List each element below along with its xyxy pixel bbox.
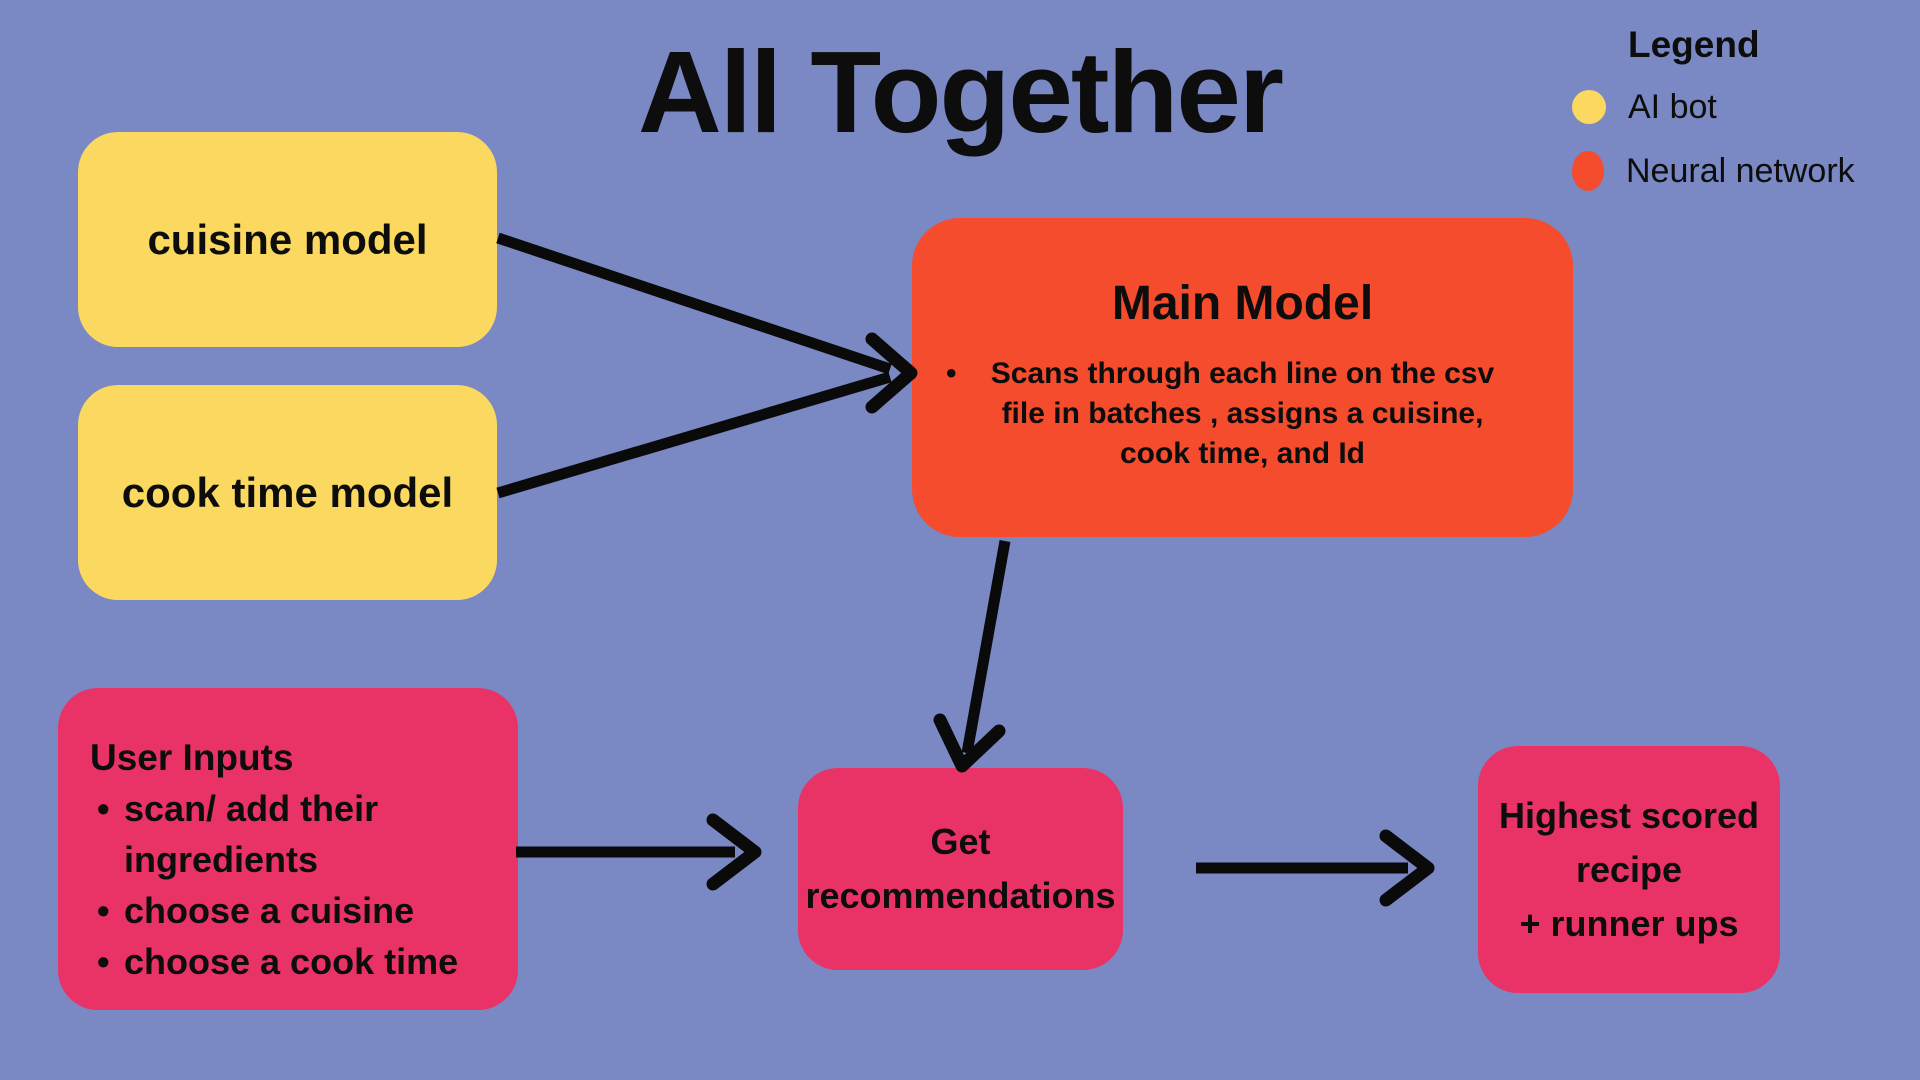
- legend-title: Legend: [1628, 24, 1760, 65]
- arrow-getrec-to-highest-icon: [1196, 829, 1435, 907]
- legend-label: Neural network: [1626, 151, 1855, 190]
- page-title: All Together: [637, 27, 1284, 157]
- legend-item-neural-network: Neural network: [1572, 150, 1920, 192]
- bullet-item: Scans through each line on the csv file …: [946, 354, 1511, 474]
- node-label-line: Highest scored recipe: [1498, 794, 1760, 890]
- bullet-item: choose a cook time: [90, 936, 488, 987]
- node-main-model: Main Model Scans through each line on th…: [912, 218, 1573, 537]
- main-model-bullet-list: Scans through each line on the csv file …: [912, 354, 1573, 474]
- user-inputs-title: User Inputs: [90, 737, 294, 778]
- node-label: Get recommendations: [805, 821, 1116, 916]
- node-highest-scored-recipe: Highest scored recipe + runner ups: [1478, 746, 1780, 993]
- bullet-item: scan/ add their ingredients: [90, 783, 488, 885]
- user-inputs-bullet-list: scan/ add their ingredients choose a cui…: [90, 783, 488, 987]
- node-get-recommendations: Get recommendations: [798, 768, 1123, 970]
- node-cuisine-model: cuisine model: [78, 132, 497, 347]
- legend-label: AI bot: [1628, 87, 1717, 126]
- arrow-cuisine-to-main-icon: [496, 232, 892, 375]
- legend: Legend AI bot Neural network: [1572, 24, 1920, 214]
- bullet-item: choose a cuisine: [90, 885, 488, 936]
- node-label: cook time model: [121, 468, 454, 516]
- node-label: cuisine model: [147, 215, 428, 263]
- main-model-title: Main Model: [1111, 277, 1374, 330]
- node-user-inputs: User Inputs scan/ add their ingredients …: [58, 688, 518, 1010]
- legend-item-ai-bot: AI bot: [1572, 86, 1920, 128]
- arrow-userinputs-to-getrec-icon: [516, 813, 762, 891]
- neural-network-swatch-icon: [1572, 151, 1604, 191]
- node-cook-time-model: cook time model: [78, 385, 497, 600]
- node-label-line: + runner ups: [1519, 902, 1739, 944]
- arrow-main-to-getrec-icon: [933, 540, 1011, 773]
- ai-bot-swatch-icon: [1572, 90, 1606, 124]
- arrow-cooktime-to-main-icon: [496, 332, 918, 499]
